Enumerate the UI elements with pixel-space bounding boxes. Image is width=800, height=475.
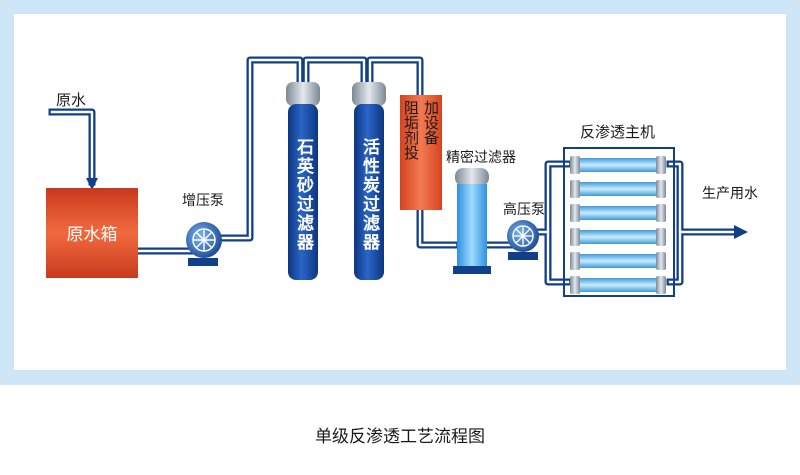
dosing-unit-label: 加设备 阻垢剂投: [400, 100, 442, 208]
ro-unit-label: 反渗透主机: [580, 123, 655, 141]
ro-membrane-tube: [570, 204, 666, 222]
raw-water-tank: 原水箱: [46, 188, 138, 278]
precision-filter: [453, 168, 491, 274]
outlet-arrow-icon: [734, 225, 748, 239]
high-pressure-pump: [507, 220, 539, 260]
inlet-arrow-icon: [86, 178, 98, 190]
activated-carbon-filter-label: 活性炭过滤器: [359, 137, 379, 252]
ro-membrane-tube: [570, 228, 666, 246]
quartz-sand-filter-label: 石英砂过滤器: [293, 137, 313, 252]
high-pressure-pump-label: 高压泵: [503, 201, 545, 218]
raw-water-label: 原水: [56, 91, 86, 109]
quartz-sand-filter: 石英砂过滤器: [286, 82, 320, 280]
raw-water-tank-label: 原水箱: [67, 225, 118, 245]
activated-carbon-filter: 活性炭过滤器: [352, 82, 386, 280]
ro-membrane-tube: [570, 180, 666, 198]
ro-membrane-tube: [570, 276, 666, 294]
booster-pump-label: 增压泵: [182, 193, 224, 209]
ro-membrane-tube: [570, 156, 666, 174]
dosing-label-top: 加设备: [422, 100, 440, 145]
product-water-label: 生产用水: [702, 186, 758, 202]
antiscalant-dosing-unit: 加设备 阻垢剂投: [400, 95, 442, 210]
ro-membrane-tubes: [570, 156, 666, 294]
ro-membrane-tube: [570, 252, 666, 270]
pipe-network: [48, 56, 740, 286]
impeller-icon-2: [513, 226, 533, 246]
booster-pump: [186, 222, 222, 266]
dosing-label-bottom: 阻垢剂投: [402, 100, 420, 160]
impeller-icon: [193, 229, 215, 251]
precision-filter-label: 精密过滤器: [446, 149, 516, 166]
diagram-caption: 单级反渗透工艺流程图: [315, 427, 485, 447]
ro-unit: [563, 147, 675, 297]
